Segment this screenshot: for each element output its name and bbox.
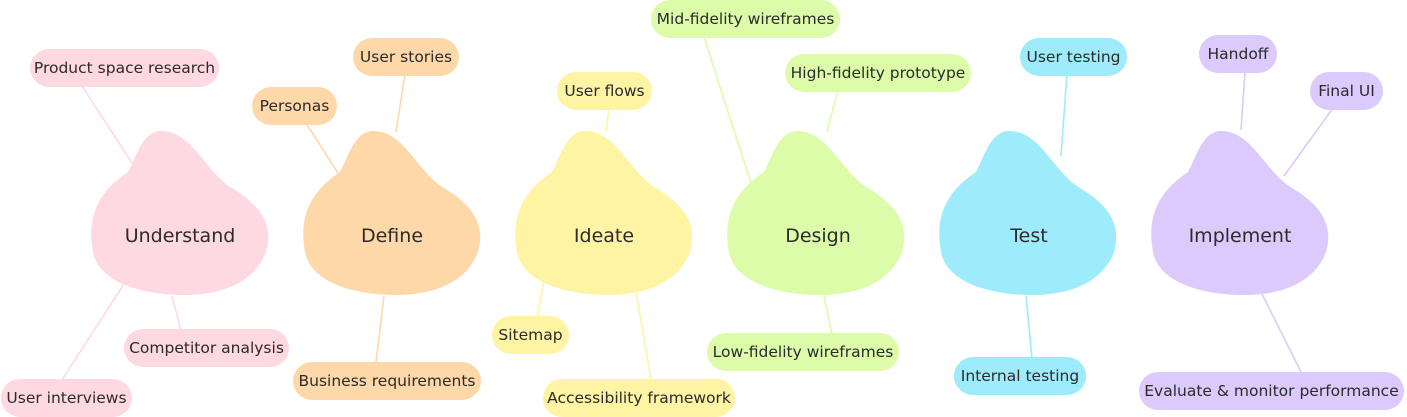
connector-implement-handoff xyxy=(1240,71,1246,131)
item-pill-personas xyxy=(252,87,337,125)
item-label-product-space-research: Product space research xyxy=(34,59,215,77)
item-pill-handoff xyxy=(1199,35,1277,73)
stage-implement: Implement xyxy=(1151,130,1329,296)
stage-ideate: Ideate xyxy=(515,130,693,296)
connectors xyxy=(61,36,1334,381)
stage-label-understand: Understand xyxy=(125,225,236,247)
item-pill-competitor-analysis xyxy=(124,329,289,367)
item-pill-sitemap xyxy=(492,316,569,354)
stage-blob-define xyxy=(303,130,481,296)
connector-design-mid-fidelity-wireframes xyxy=(703,36,753,187)
items-test: User testing Internal testing xyxy=(954,38,1127,395)
stage-label-ideate: Ideate xyxy=(574,225,634,247)
item-pill-accessibility-framework xyxy=(543,379,735,417)
stage-blob-test xyxy=(939,130,1117,296)
item-label-sitemap: Sitemap xyxy=(498,326,562,344)
item-label-high-fidelity-prototype: High-fidelity prototype xyxy=(791,64,966,82)
connector-test-internal-testing xyxy=(1025,295,1033,359)
stage-label-test: Test xyxy=(1009,225,1047,247)
connector-define-user-stories xyxy=(395,73,406,133)
item-label-personas: Personas xyxy=(260,97,330,115)
item-label-user-interviews: User interviews xyxy=(6,389,126,407)
item-pill-evaluate-monitor-performance xyxy=(1139,372,1404,410)
stage-understand: Understand xyxy=(91,130,269,296)
connector-understand-product-space-research xyxy=(81,85,139,173)
item-label-internal-testing: Internal testing xyxy=(961,367,1079,385)
item-label-low-fidelity-wireframes: Low-fidelity wireframes xyxy=(713,343,894,361)
item-pill-high-fidelity-prototype xyxy=(785,54,971,92)
connector-implement-evaluate-monitor-performance xyxy=(1261,293,1303,375)
connector-design-low-fidelity-wireframes xyxy=(823,295,833,335)
stage-blob-implement xyxy=(1151,130,1329,296)
stage-define: Define xyxy=(303,130,481,296)
stage-test: Test xyxy=(939,130,1117,296)
item-pill-low-fidelity-wireframes xyxy=(707,333,899,371)
connector-test-user-testing xyxy=(1060,73,1068,157)
stage-blob-ideate xyxy=(515,130,693,296)
item-pill-product-space-research xyxy=(30,49,219,87)
item-pill-internal-testing xyxy=(954,357,1086,395)
item-label-user-stories: User stories xyxy=(360,48,452,66)
stage-design: Design xyxy=(727,130,905,296)
stage-label-implement: Implement xyxy=(1189,225,1292,247)
connector-implement-final-ui xyxy=(1283,107,1334,177)
connector-understand-user-interviews xyxy=(61,269,134,381)
item-label-handoff: Handoff xyxy=(1208,45,1269,63)
item-label-final-ui: Final UI xyxy=(1318,82,1375,100)
item-label-user-flows: User flows xyxy=(564,82,644,100)
stage-label-define: Define xyxy=(361,225,423,247)
connector-ideate-user-flows xyxy=(605,107,610,133)
item-pill-mid-fidelity-wireframes xyxy=(651,0,840,38)
items-define: Personas User stories Business requireme… xyxy=(252,38,481,400)
items-ideate: User flows Sitemap Accessibility framewo… xyxy=(492,72,735,417)
items-implement: Handoff Final UI Evaluate & monitor perf… xyxy=(1139,35,1404,410)
item-pill-user-stories xyxy=(353,38,459,76)
item-label-competitor-analysis: Competitor analysis xyxy=(129,339,284,357)
item-label-business-requirements: Business requirements xyxy=(299,372,476,390)
stage-label-design: Design xyxy=(785,225,851,247)
connector-ideate-accessibility-framework xyxy=(634,285,652,381)
connector-define-business-requirements xyxy=(375,295,385,364)
item-label-user-testing: User testing xyxy=(1027,48,1121,66)
items-design: Mid-fidelity wireframes High-fidelity pr… xyxy=(651,0,971,371)
item-label-mid-fidelity-wireframes: Mid-fidelity wireframes xyxy=(657,10,835,28)
item-pill-business-requirements xyxy=(293,362,481,400)
connector-understand-competitor-analysis xyxy=(171,295,182,331)
connector-design-high-fidelity-prototype xyxy=(826,89,839,133)
item-pill-user-flows xyxy=(557,72,652,110)
item-label-accessibility-framework: Accessibility framework xyxy=(547,389,731,407)
item-pill-final-ui xyxy=(1310,72,1383,110)
items-understand: Product space research Competitor analys… xyxy=(1,49,289,417)
stage-blob-understand xyxy=(91,130,269,296)
connector-define-personas xyxy=(305,122,342,179)
item-label-evaluate-monitor-performance: Evaluate & monitor performance xyxy=(1144,382,1399,400)
item-pill-user-testing xyxy=(1020,38,1127,76)
stage-blob-design xyxy=(727,130,905,296)
item-pill-user-interviews xyxy=(1,379,132,417)
